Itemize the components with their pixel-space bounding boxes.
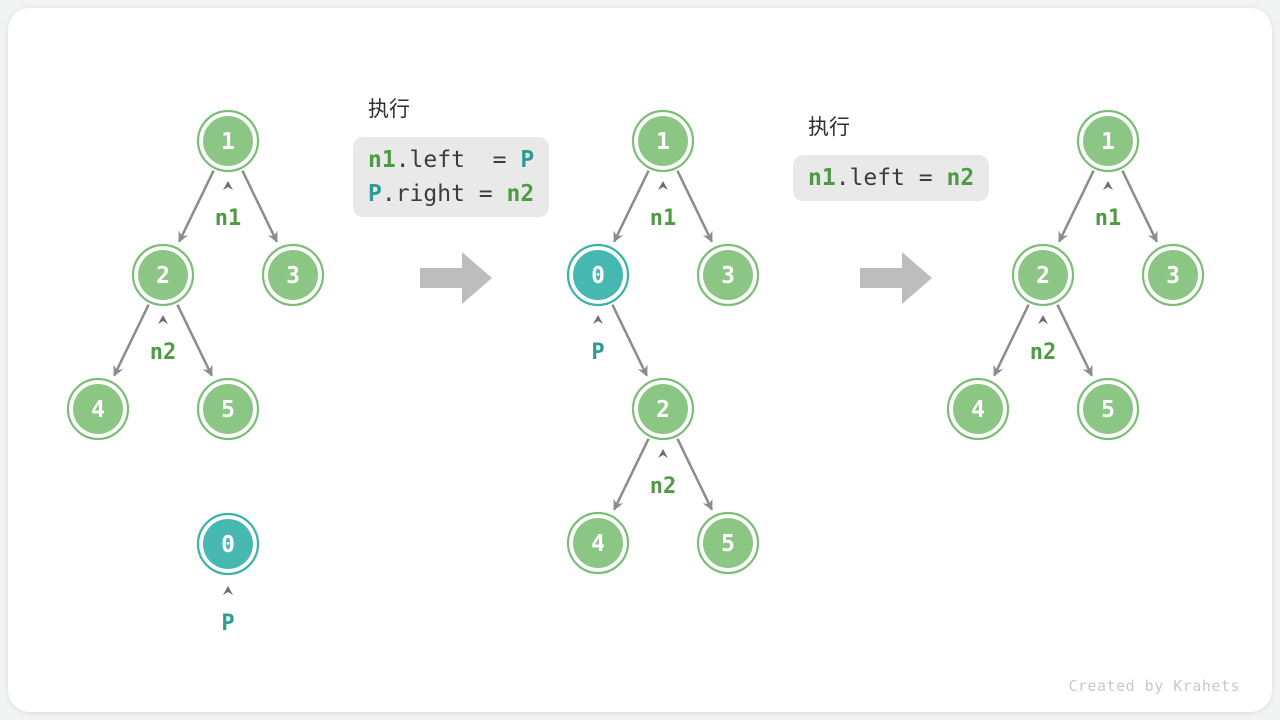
pointer-P: P [591,315,605,365]
code-token: n2 [946,165,975,191]
tree-edge [1121,170,1158,243]
tree-edge [993,304,1030,377]
pointer-n1: n1 [650,181,677,231]
node-value: 5 [221,397,235,423]
pointer-n2: n2 [650,449,677,499]
code-token: P [368,181,382,207]
caret-up-icon [158,315,168,324]
pointer-label: n2 [1030,340,1057,365]
pointer-label: n2 [150,340,177,365]
code-line: n1.left = n2 [808,161,974,195]
tree-edge [1056,304,1093,377]
caret-up-icon [658,181,668,190]
tree-node-0: 0 [196,512,260,576]
tree-edge [113,304,150,377]
transition-arrow-icon [860,252,932,304]
node-value: 2 [156,263,170,289]
pointer-label: P [221,611,234,636]
node-value: 5 [721,531,735,557]
node-value: 4 [91,397,105,423]
code-heading: 执行 [808,116,850,139]
code-token: n2 [506,181,535,207]
tree-node-5: 5 [696,511,760,575]
tree-edge [241,170,278,243]
caret-up-icon [223,181,233,190]
code-token: n1 [368,147,396,173]
tree-edge [1058,170,1095,243]
caret-up-icon [658,449,668,458]
code-heading: 执行 [368,98,410,121]
tree-node-4: 4 [946,377,1010,441]
pointer-label: n1 [650,206,677,231]
tree-node-0: 0 [566,243,630,307]
code-token: P [520,147,535,173]
node-value: 1 [656,129,670,155]
tree-node-1: 1 [196,109,260,173]
pointer-n1: n1 [215,181,242,231]
tree-node-5: 5 [196,377,260,441]
code-token: .right = [381,181,507,207]
tree-node-2: 2 [1011,243,1075,307]
pointer-label: n2 [650,474,677,499]
code-token: n1 [808,165,836,191]
node-value: 0 [221,532,235,558]
node-value: 3 [1166,263,1180,289]
pointer-label: n1 [1095,206,1122,231]
tree-node-3: 3 [1141,243,1205,307]
caret-up-icon [1038,315,1048,324]
tree-edge [676,438,713,511]
code-line: n1.left = P [368,143,534,177]
tree-node-4: 4 [66,377,130,441]
node-value: 4 [971,397,985,423]
tree-initial: 1 2 3 4 5 0 n1 n2P [66,109,325,636]
code-block-remove: 执行 n1.left = n2 [793,114,990,201]
node-value: 4 [591,531,605,557]
node-value: 3 [286,263,300,289]
code-token: .left = [395,147,521,173]
tree-node-5: 5 [1076,377,1140,441]
node-value: 1 [1101,129,1115,155]
node-value: 2 [656,397,670,423]
node-value: 1 [221,129,235,155]
tree-edge [613,438,650,511]
tree-node-2: 2 [131,243,195,307]
pointer-n2: n2 [150,315,177,365]
tree-edge [676,170,713,243]
caret-up-icon [1103,181,1113,190]
tree-node-1: 1 [631,109,695,173]
tree-node-3: 3 [696,243,760,307]
tree-edge [613,170,650,243]
tree-node-4: 4 [566,511,630,575]
node-value: 0 [591,263,605,289]
pointer-n1: n1 [1095,181,1122,231]
pointer-label: P [591,340,604,365]
node-value: 5 [1101,397,1115,423]
tree-node-3: 3 [261,243,325,307]
node-value: 3 [721,263,735,289]
transition-arrow-icon [420,252,492,304]
code-box: n1.left = n2 [793,155,990,201]
code-token: .left = [835,165,947,191]
watermark-credit: Created by Krahets [1068,677,1240,695]
code-line: P.right = n2 [368,177,534,211]
tree-edge [176,304,213,377]
pointer-P: P [221,586,235,636]
tree-node-1: 1 [1076,109,1140,173]
tree-node-2: 2 [631,377,695,441]
node-value: 2 [1036,263,1050,289]
caret-up-icon [593,315,603,324]
pointer-n2: n2 [1030,315,1057,365]
pointer-label: n1 [215,206,242,231]
caret-up-icon [223,586,233,595]
tree-edge [178,170,215,243]
tree-after-remove: 1 2 3 4 5 n1 n2 [946,109,1205,441]
tree-edge [611,304,648,377]
